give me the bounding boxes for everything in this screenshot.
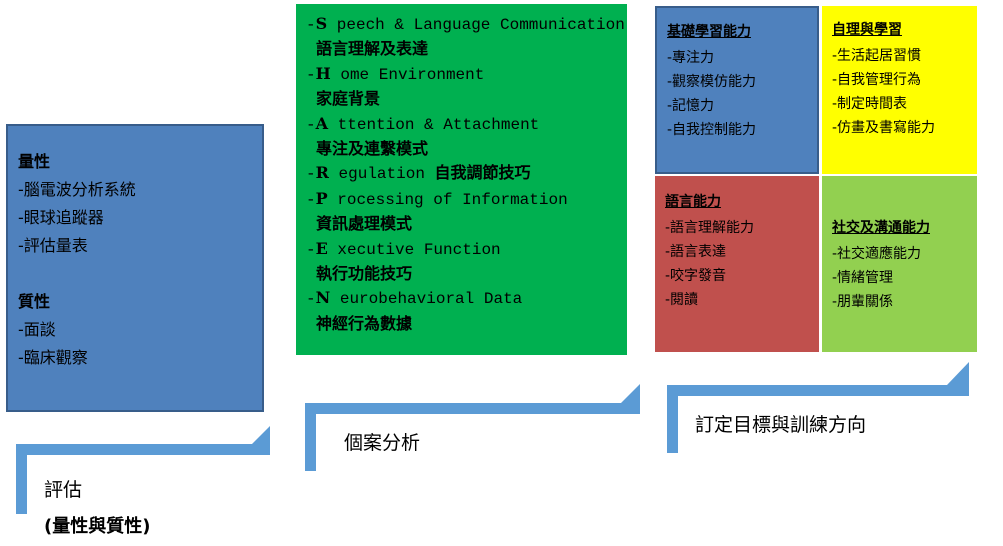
social-skills-title: 社交及溝通能力 (832, 220, 930, 236)
quantitative-title: 量性 (18, 152, 51, 171)
language-skills-title: 語言能力 (665, 194, 721, 210)
shne-item-a-zh: 專注及連繫模式 (316, 139, 429, 159)
step-arrow-1-stem (16, 444, 27, 514)
quantitative-item: -評估量表 (18, 236, 88, 255)
case-analysis-label: 個案分析 (344, 432, 421, 454)
shne-item-h: -H ome Environment (306, 63, 485, 84)
qualitative-title: 質性 (18, 292, 51, 311)
foundation-skills-title: 基礎學習能力 (667, 24, 751, 40)
step-arrow-1-bar (16, 444, 270, 455)
qualitative-item: -臨床觀察 (18, 348, 88, 367)
language-skills-item: -語言理解能力 (665, 220, 755, 236)
shne-item-h-zh: 家庭背景 (316, 89, 381, 109)
foundation-skills-item: -記憶力 (667, 98, 715, 114)
foundation-skills-box: 基礎學習能力 -專注力 -觀察模仿能力 -記憶力 -自我控制能力 (655, 6, 819, 174)
language-skills-item: -閱讀 (665, 292, 699, 308)
step-arrow-2-bar (305, 403, 640, 414)
self-care-box: 自理與學習 -生活起居習慣 -自我管理行為 -制定時間表 -仿畫及書寫能力 (822, 6, 977, 174)
shne-item-p-zh: 資訊處理模式 (316, 214, 413, 234)
step-arrow-1-tip (252, 426, 270, 444)
self-care-item: -生活起居習慣 (832, 48, 922, 64)
shne-item-s-zh: 語言理解及表達 (316, 39, 429, 59)
foundation-skills-item: -自我控制能力 (667, 122, 757, 138)
shne-item-r: -R egulation 自我調節技巧 (306, 163, 531, 184)
social-skills-item: -社交適應能力 (832, 246, 922, 262)
assessment-sublabel: (量性與質性) (44, 516, 151, 537)
qualitative-item: -面談 (18, 320, 56, 339)
social-skills-item: -情緒管理 (832, 270, 894, 286)
shne-item-n: -N eurobehavioral Data (306, 288, 523, 309)
shne-item-e-zh: 執行功能技巧 (316, 264, 413, 284)
foundation-skills-item: -觀察模仿能力 (667, 74, 757, 90)
language-skills-box: 語言能力 -語言理解能力 -語言表達 -咬字發音 -閱讀 (655, 176, 819, 352)
assessment-label: 評估 (44, 479, 83, 501)
shne-item-n-zh: 神經行為數據 (316, 313, 413, 333)
shne-item-e: -E xecutive Function (306, 238, 501, 259)
shne-item-a: -A ttention & Attachment (306, 113, 540, 134)
step-arrow-2-tip (621, 384, 640, 403)
self-care-item: -仿畫及書寫能力 (832, 120, 936, 136)
social-skills-box: 社交及溝通能力 -社交適應能力 -情緒管理 -朋輩關係 (822, 176, 977, 352)
foundation-skills-item: -專注力 (667, 50, 715, 66)
quantitative-item: -眼球追蹤器 (18, 208, 104, 227)
shne-item-s: -S peech & Language Communication (306, 14, 625, 34)
step-arrow-3-tip (947, 362, 969, 385)
step-arrow-3-bar (667, 385, 969, 396)
step-arrow-3-stem (667, 385, 678, 453)
self-care-item: -自我管理行為 (832, 72, 922, 88)
goals-label: 訂定目標與訓練方向 (695, 414, 867, 436)
self-care-item: -制定時間表 (832, 96, 908, 112)
case-analysis-box: -S peech & Language Communication 語言理解及表… (296, 4, 627, 355)
quantitative-item: -腦電波分析系統 (18, 180, 136, 199)
step-arrow-2-stem (305, 403, 316, 471)
social-skills-item: -朋輩關係 (832, 294, 894, 310)
shne-item-p: -P rocessing of Information (306, 188, 568, 209)
self-care-title: 自理與學習 (832, 22, 902, 38)
assessment-box: 量性 -腦電波分析系統 -眼球追蹤器 -評估量表 質性 -面談 -臨床觀察 (6, 124, 264, 412)
language-skills-item: -咬字發音 (665, 268, 727, 284)
language-skills-item: -語言表達 (665, 244, 727, 260)
